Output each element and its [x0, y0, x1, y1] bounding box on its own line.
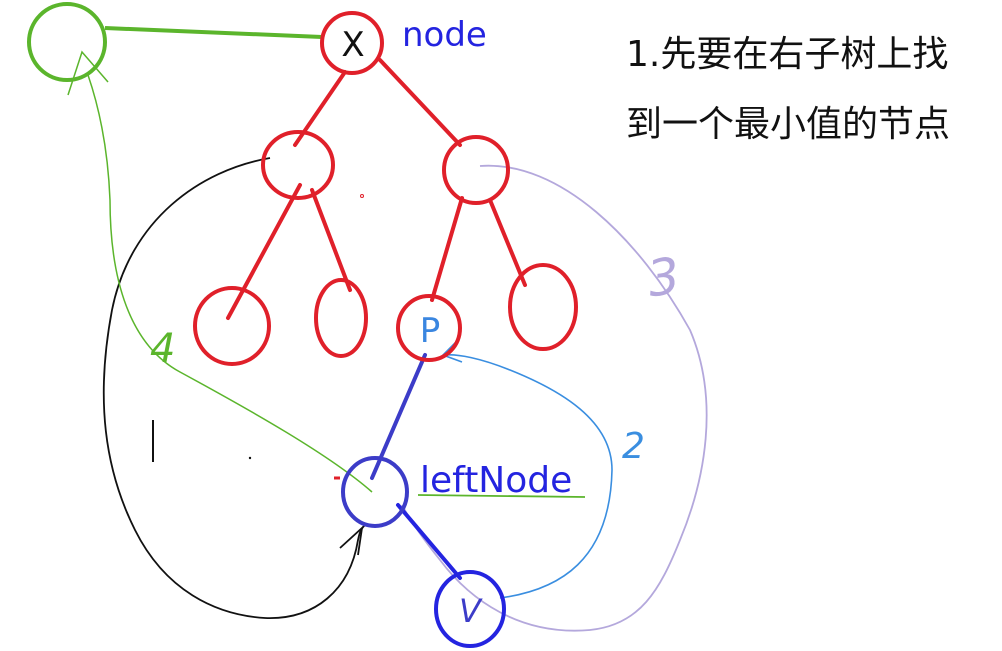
green-underline [417, 494, 586, 498]
green-path-4 [87, 74, 373, 493]
red-dot [360, 194, 364, 198]
node-right-child [442, 135, 510, 205]
node-x-label: X [341, 25, 364, 65]
node-leaf-1 [193, 286, 271, 366]
step-3-label: 3 [644, 247, 684, 309]
node-leaf-4 [508, 263, 578, 351]
black-dot [248, 456, 252, 460]
step-4-label: 4 [150, 326, 175, 372]
lavender-path-3 [401, 164, 708, 632]
leftnode-circle [341, 456, 409, 528]
light-blue-path-2 [444, 354, 613, 599]
node-p-label: P [420, 311, 441, 351]
green-link-to-x [104, 26, 323, 39]
node-v-circle [434, 570, 506, 648]
tree-nodes [193, 11, 578, 366]
step-2-label: 2 [622, 426, 645, 467]
leftnode-label: leftNode [420, 460, 572, 501]
tree-edges [226, 58, 527, 320]
node-v-label: V [459, 592, 483, 630]
node-left-child [261, 130, 335, 200]
node-p-circle [396, 294, 462, 362]
node-leaf-2 [314, 278, 368, 358]
green-circle [27, 2, 107, 82]
black-arrowhead [339, 525, 364, 556]
edge-leftnode-to-v [396, 503, 462, 580]
node-annotation: node [402, 15, 487, 55]
black-loop-arrow [102, 157, 366, 619]
note-line-2: 到一个最小值的节点 [626, 104, 950, 145]
note-line-1: 1.先要在右子树上找 [626, 34, 948, 75]
node-x-circle [320, 11, 384, 75]
